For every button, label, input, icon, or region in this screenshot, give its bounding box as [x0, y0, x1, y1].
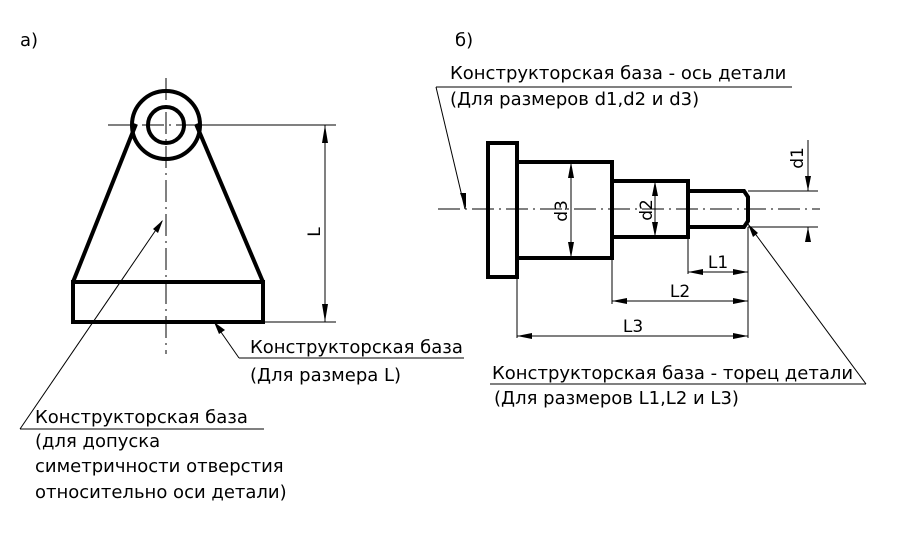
- base-axis-a-line1: (для допуска: [35, 431, 160, 452]
- dimension-d2: d2: [637, 181, 658, 237]
- part-b-label: б): [455, 30, 473, 51]
- base-face-note: (Для размеров L1,L2 и L3): [494, 388, 739, 409]
- bracket-base-plate: [71, 280, 265, 324]
- leader-base-bottom: [213, 321, 464, 359]
- leader-base-face: [490, 223, 867, 385]
- base-axis-a-line3: относительно оси детали): [35, 482, 287, 503]
- dimension-d3-label: d3: [552, 200, 572, 222]
- dimension-d1: d1: [748, 140, 818, 242]
- dimension-L-label: L: [305, 227, 325, 237]
- dimension-L1-label: L1: [708, 253, 728, 273]
- dimension-L3-label: L3: [623, 317, 643, 337]
- dimension-L1: L1: [688, 253, 748, 275]
- leader-base-axis-a: [19, 220, 264, 430]
- dimension-L2-label: L2: [670, 282, 690, 302]
- dimension-d1-label: d1: [788, 147, 808, 169]
- shaft-flange: [486, 141, 519, 279]
- base-bottom-note: (Для размера L): [250, 365, 401, 386]
- base-axis-a-line2: симетричности отверстия: [35, 456, 284, 477]
- dimension-L2: L2: [612, 282, 748, 304]
- base-face-title: Конструкторская база - торец детали: [492, 363, 853, 384]
- base-axis-b-note: (Для размеров d1,d2 и d3): [450, 89, 699, 110]
- leader-base-axis-b: [435, 86, 792, 210]
- dimension-L3: L3: [517, 317, 748, 339]
- dimension-d2-label: d2: [637, 199, 657, 221]
- dimension-d3: d3: [552, 162, 574, 258]
- part-a-label: а): [20, 30, 38, 51]
- base-axis-b-title: Конструкторская база - ось детали: [450, 63, 786, 84]
- shaft-step-d1: [686, 189, 750, 229]
- dimension-L: L: [200, 124, 336, 323]
- base-axis-a-title: Конструкторская база: [35, 407, 248, 428]
- base-bottom-title: Конструкторская база: [250, 337, 463, 358]
- part-a-bracket: [71, 89, 265, 324]
